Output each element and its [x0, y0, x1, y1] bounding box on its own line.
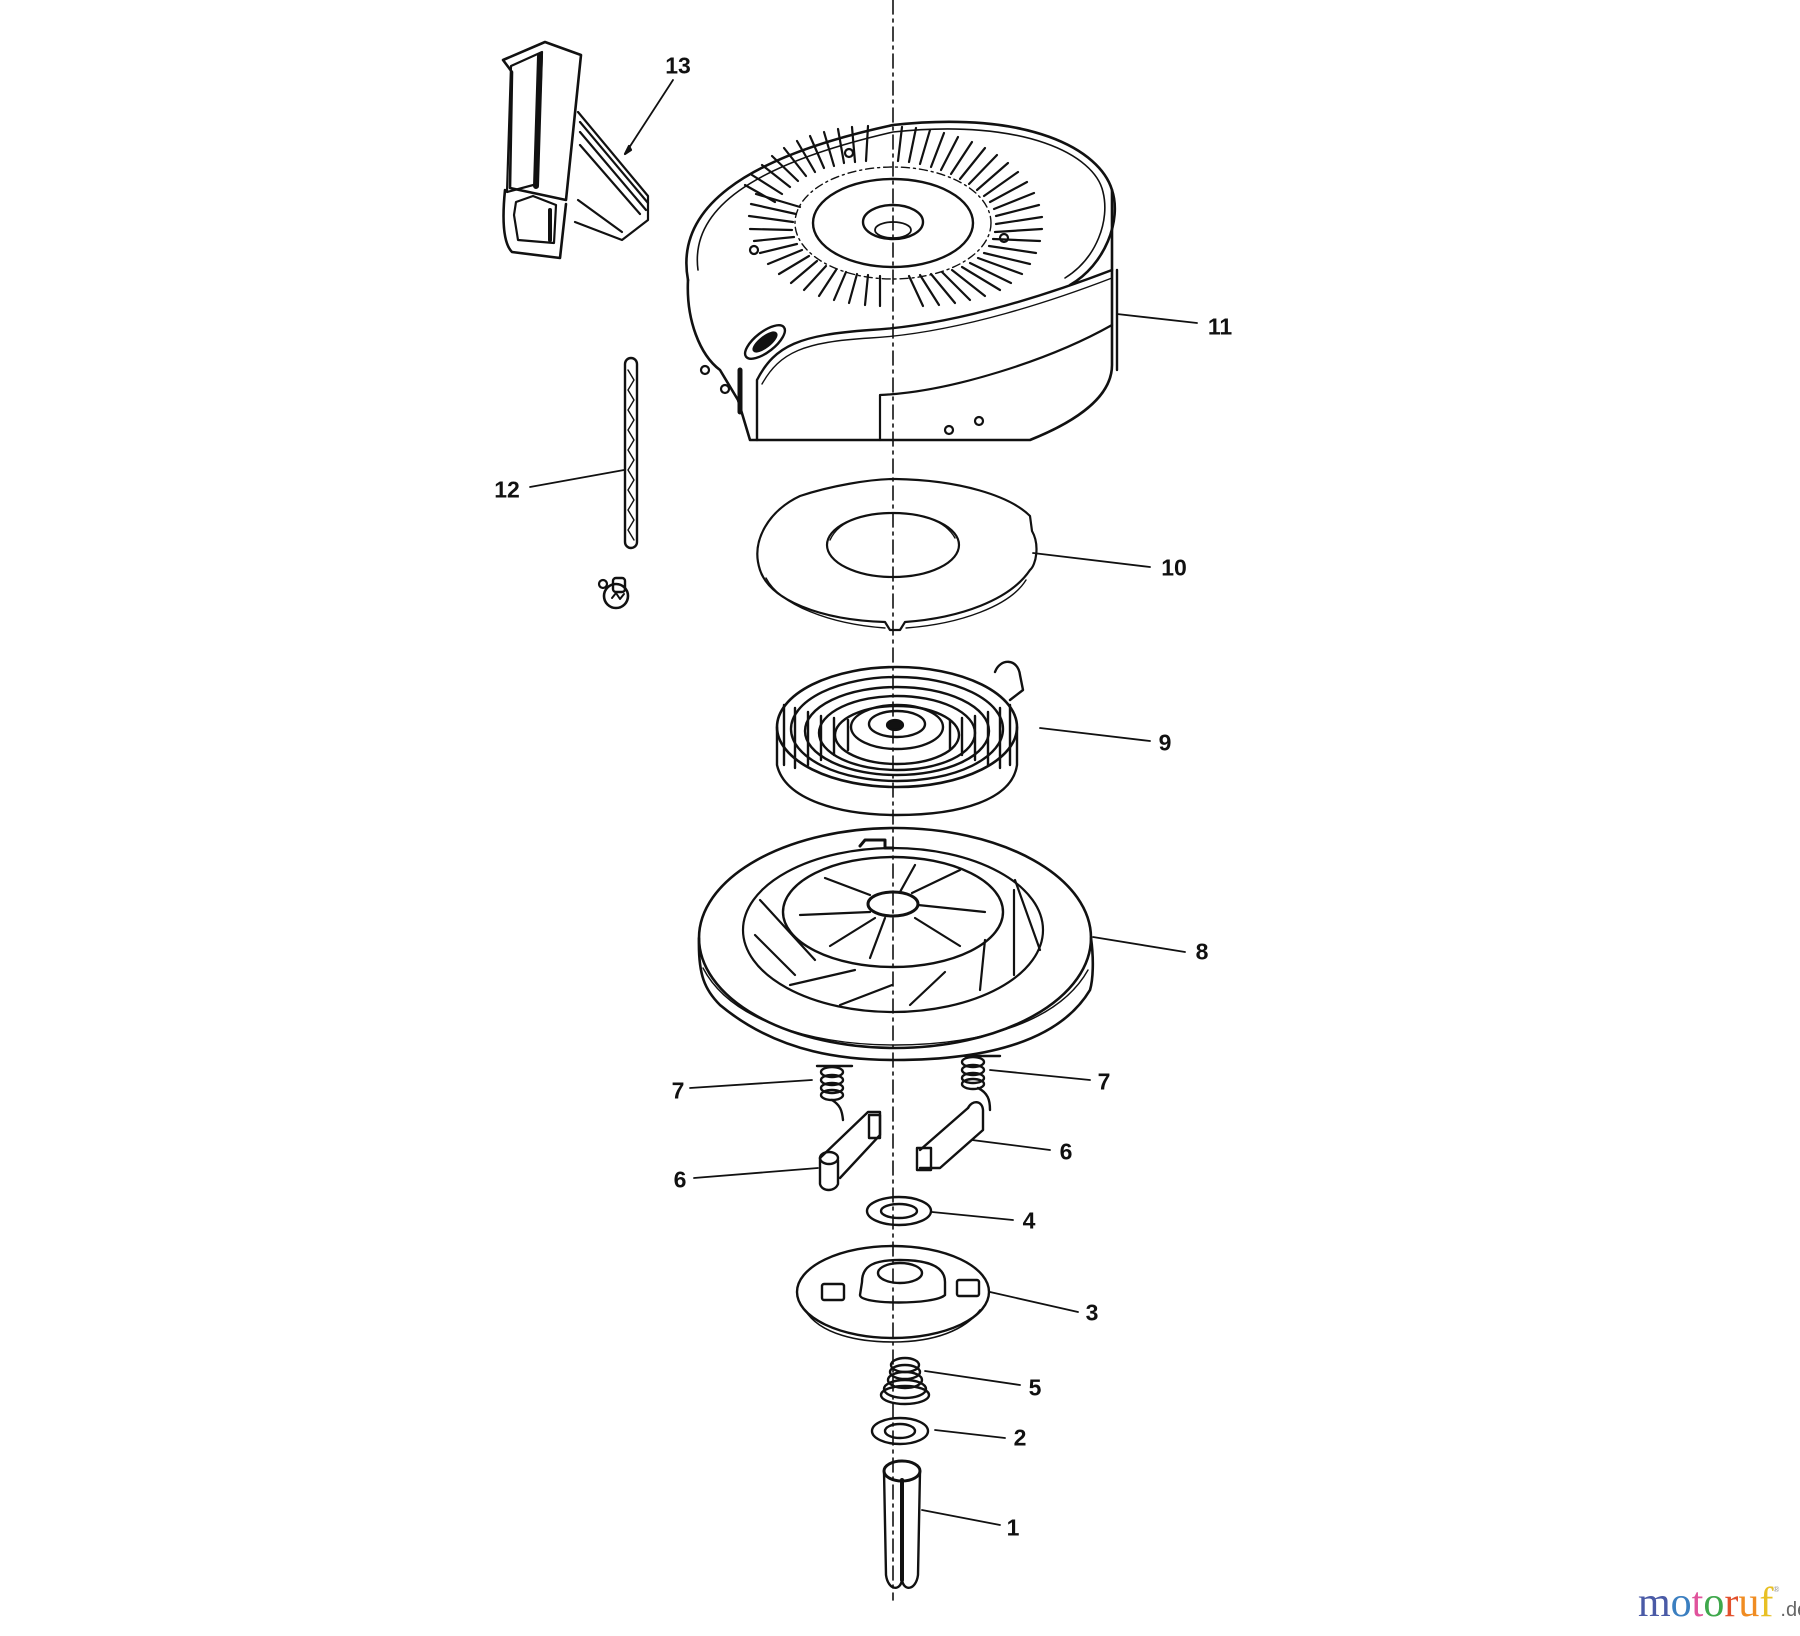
- callout-2: 2: [1013, 1424, 1027, 1451]
- callout-7-left: 7: [671, 1077, 685, 1104]
- starter-housing-drawing: [686, 122, 1117, 440]
- callout-7-right: 7: [1097, 1068, 1111, 1095]
- callout-4: 4: [1022, 1207, 1036, 1234]
- callout-5: 5: [1028, 1374, 1042, 1401]
- leader-8: [1093, 937, 1185, 952]
- pawl-retainer-drawing: [797, 1246, 989, 1342]
- leader-12: [530, 470, 624, 487]
- pawl-springs-drawing: [817, 1056, 1000, 1120]
- callout-12: 12: [494, 476, 520, 503]
- recoil-spring-drawing: [777, 662, 1023, 815]
- callout-11: 11: [1207, 313, 1233, 340]
- leader-5: [925, 1371, 1020, 1385]
- leader-6-left: [694, 1168, 818, 1178]
- pawls-drawing: [820, 1102, 983, 1190]
- leader-6-right: [972, 1140, 1050, 1150]
- watermark-logo: motoruf®.de: [1638, 1582, 1800, 1624]
- watermark-letter: t: [1691, 1580, 1704, 1626]
- watermark-letter: u: [1738, 1580, 1760, 1626]
- rope-pulley-drawing: [699, 828, 1093, 1060]
- watermark-tld: .de: [1780, 1599, 1800, 1621]
- leader-9: [1040, 728, 1150, 741]
- leader-11: [1117, 314, 1197, 323]
- callout-3: 3: [1085, 1299, 1099, 1326]
- callout-6-right: 6: [1059, 1138, 1073, 1165]
- watermark-letter: f: [1759, 1580, 1774, 1626]
- callout-1: 1: [1006, 1514, 1020, 1541]
- leader-2: [935, 1430, 1005, 1438]
- watermark-letter: r: [1724, 1580, 1739, 1626]
- leader-3: [990, 1292, 1078, 1312]
- starter-rope-drawing: [599, 358, 637, 608]
- callout-9: 9: [1158, 729, 1172, 756]
- leader-4: [932, 1212, 1013, 1220]
- spring-cover-plate-drawing: [757, 479, 1036, 630]
- callout-10: 10: [1161, 554, 1187, 581]
- leader-1: [922, 1510, 1000, 1525]
- registered-mark: ®: [1773, 1585, 1780, 1594]
- callout-13: 13: [665, 52, 691, 79]
- center-pin-drawing: [884, 1461, 920, 1588]
- callout-8: 8: [1195, 938, 1209, 965]
- leader-10: [1033, 553, 1150, 567]
- starter-handle-drawing: [503, 42, 648, 258]
- washer-lower-drawing: [872, 1418, 928, 1444]
- leader-7-right: [990, 1070, 1090, 1080]
- leader-13: [625, 80, 673, 154]
- watermark-letter: o: [1703, 1580, 1725, 1626]
- watermark-letter: o: [1670, 1580, 1692, 1626]
- brake-spring-drawing: [881, 1358, 929, 1404]
- callout-6-left: 6: [673, 1166, 687, 1193]
- watermark-letter: m: [1638, 1580, 1671, 1626]
- leader-7-left: [690, 1080, 812, 1088]
- washer-upper-drawing: [867, 1197, 931, 1225]
